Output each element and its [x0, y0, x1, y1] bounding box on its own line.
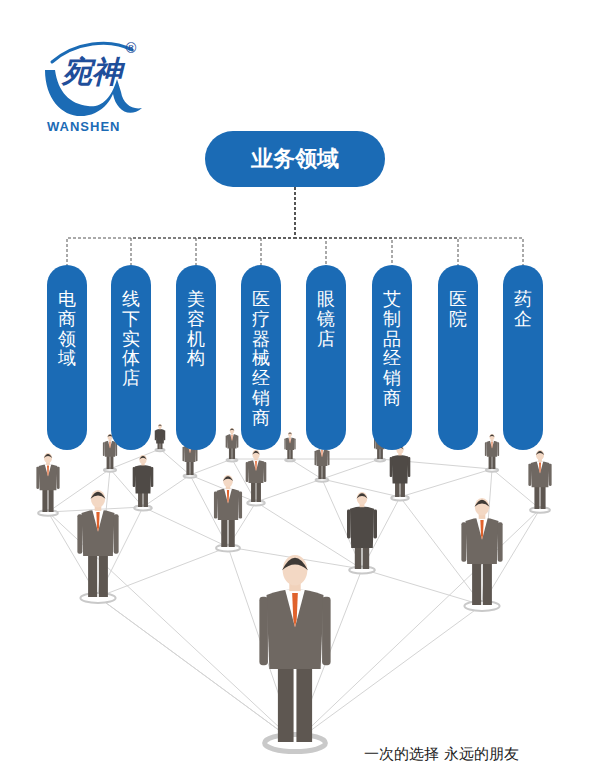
network-line — [362, 569, 482, 605]
person-figure — [226, 428, 239, 462]
person-figure — [36, 453, 59, 516]
field-text: 医疗器械经销商 — [252, 289, 270, 428]
business-field-pill: 药企 — [503, 265, 543, 450]
person-figure — [77, 490, 118, 603]
person-figure — [461, 498, 502, 611]
network-line — [110, 449, 160, 469]
person-figure — [133, 455, 154, 510]
slogan-caption: 一次的选择 永远的朋友 — [362, 745, 521, 764]
person-figure — [347, 492, 377, 574]
tree-connector — [295, 187, 458, 265]
network-line — [256, 502, 362, 569]
tree-connector — [295, 187, 523, 265]
brand-name: WANSHEN — [47, 119, 120, 134]
business-field-pill: 线下实体店 — [111, 265, 151, 450]
tree-connector — [196, 187, 295, 265]
field-text: 药企 — [514, 289, 532, 329]
field-text: 电商领域 — [58, 289, 76, 368]
network-line — [322, 459, 380, 479]
field-text: 美容机构 — [187, 289, 205, 368]
person-figure — [155, 424, 166, 451]
logo-text: 宛神 — [62, 52, 122, 93]
network-line — [256, 479, 322, 502]
network-line — [290, 459, 380, 460]
network-line — [232, 459, 290, 460]
business-field-pill: 艾制品经销商 — [372, 265, 412, 450]
tree-connector — [131, 187, 295, 265]
header-text: 业务领域 — [251, 144, 339, 174]
network-line — [98, 547, 228, 597]
network-lines — [48, 449, 540, 742]
person-figure — [214, 475, 242, 551]
tree-connector — [261, 187, 295, 265]
business-field-pill: 医院 — [438, 265, 478, 450]
network-line — [295, 509, 540, 742]
person-figure — [485, 434, 499, 472]
person-figure — [246, 450, 267, 505]
field-text: 艾制品经销商 — [383, 289, 401, 408]
field-text: 医院 — [449, 289, 467, 329]
tree-connector — [67, 187, 295, 265]
business-field-pill: 眼镜店 — [306, 265, 346, 450]
network-line — [98, 597, 295, 742]
person-figure — [390, 445, 411, 500]
person-figure — [284, 432, 295, 461]
network-line — [400, 469, 492, 497]
person-figure — [528, 450, 551, 513]
person-figure — [259, 555, 330, 752]
people-figures — [36, 424, 551, 752]
network-line — [190, 459, 232, 475]
network-line — [98, 597, 295, 742]
business-field-pill: 医疗器械经销商 — [241, 265, 281, 450]
business-field-pill: 电商领域 — [47, 265, 87, 450]
business-field-pill: 美容机构 — [176, 265, 216, 450]
field-text: 线下实体店 — [122, 289, 140, 388]
tree-connector — [295, 187, 392, 265]
field-text: 眼镜店 — [317, 289, 335, 348]
tree-connector — [295, 187, 326, 265]
category-header: 业务领域 — [205, 131, 385, 187]
trademark-symbol: ® — [124, 40, 138, 56]
